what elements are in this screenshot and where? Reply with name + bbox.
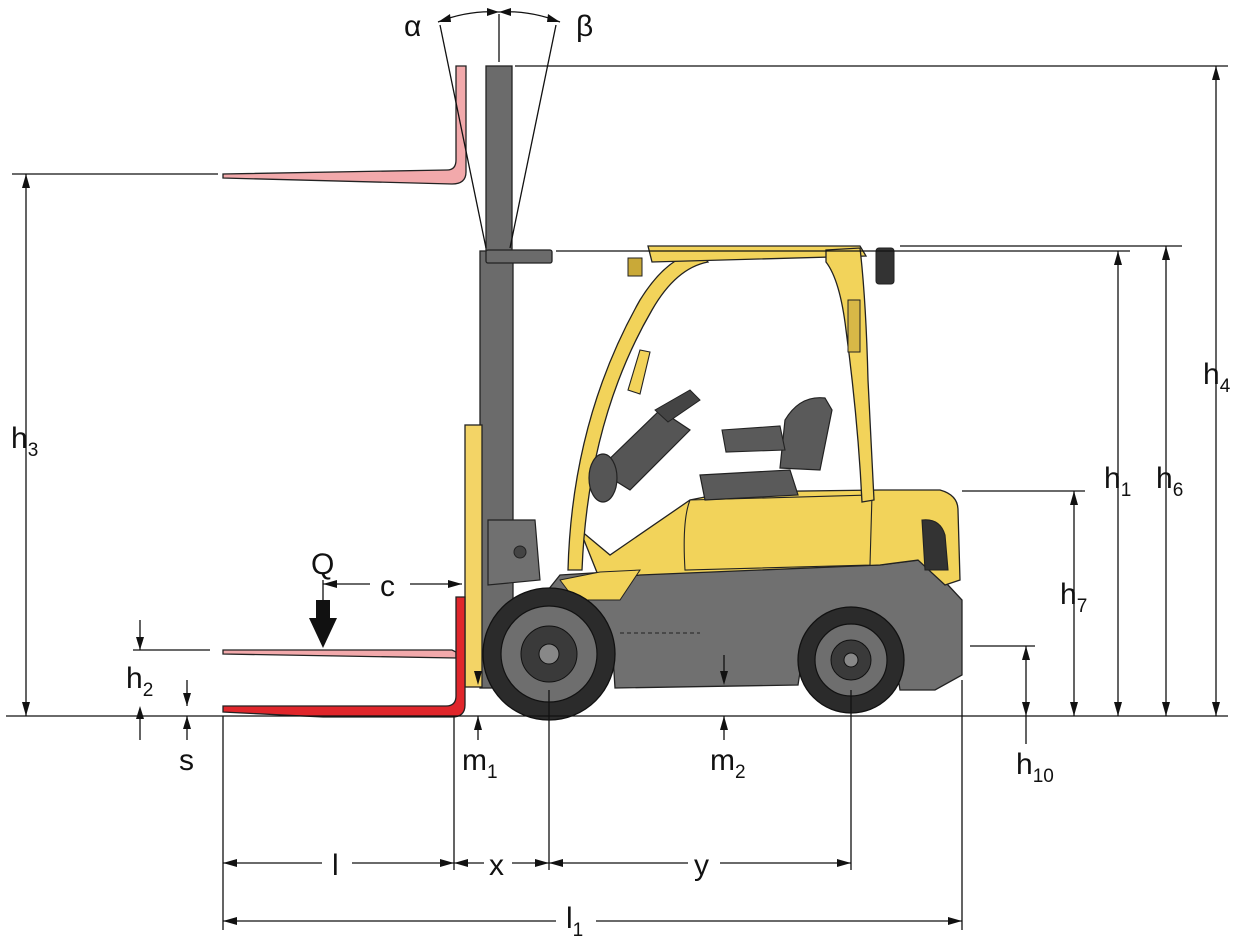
label-h7: h7: [1060, 578, 1087, 617]
label-m2: m2: [710, 744, 746, 783]
label-alpha: α: [404, 10, 421, 43]
arrowheads: [22, 8, 1220, 925]
label-masks: [322, 570, 720, 936]
rear-wheel: [797, 606, 905, 714]
label-y: y: [694, 849, 709, 882]
label-h6: h6: [1156, 462, 1183, 501]
label-beta: β: [576, 10, 593, 43]
label-l1: l1: [566, 902, 583, 941]
fork-carriage: [464, 424, 483, 688]
steering-column: [588, 389, 701, 503]
label-l: l: [332, 849, 339, 882]
label-Q: Q: [311, 548, 334, 581]
upper-fork-raised: [222, 65, 467, 185]
label-m1: m1: [462, 744, 498, 783]
overhead-guard: [567, 245, 895, 571]
label-h4: h4: [1203, 358, 1231, 397]
label-h2: h2: [126, 662, 153, 701]
label-x: x: [489, 849, 504, 882]
chassis: [546, 489, 963, 691]
label-h3: h3: [11, 422, 38, 461]
dimension-labels: α β h4 h3 h1 h6 h7 h2 h10 s Q c m1 m2 l …: [11, 10, 1231, 941]
label-h10: h10: [1016, 748, 1054, 787]
lower-fork: [222, 596, 466, 718]
front-wheel: [482, 587, 616, 721]
label-s: s: [179, 744, 194, 777]
label-h1: h1: [1104, 462, 1131, 501]
label-c: c: [380, 570, 395, 603]
tilt-bracket: [487, 519, 541, 586]
operator-seat: [699, 397, 833, 501]
middle-fork-lift-height: [222, 649, 457, 659]
